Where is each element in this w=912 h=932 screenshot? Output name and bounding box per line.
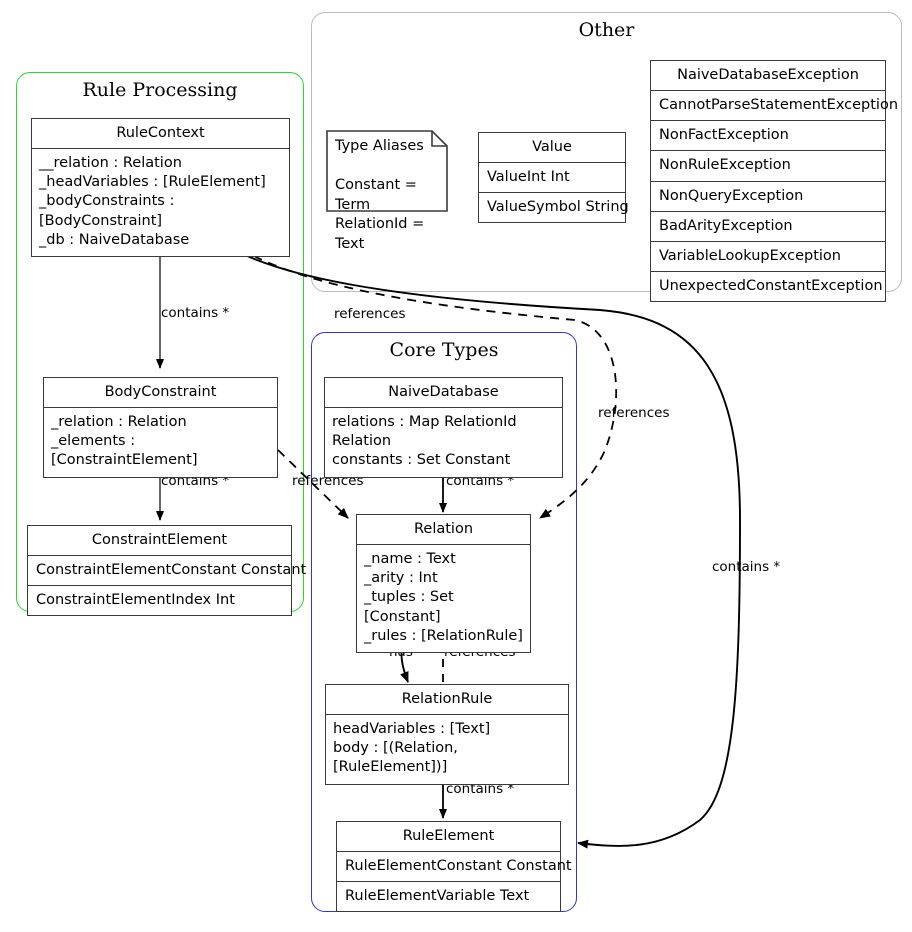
class-relation-name: Relation bbox=[357, 515, 530, 546]
exception-row-0: CannotParseStatementException bbox=[651, 91, 898, 122]
class-body-constraint-attributes: _relation : Relation _elements : [Constr… bbox=[51, 414, 198, 469]
class-rule-element-row-0: RuleElementConstant Constant bbox=[337, 852, 572, 883]
class-value-row-0: ValueInt Int bbox=[479, 163, 625, 194]
class-constraint-element-row-0: ConstraintElementConstant Constant bbox=[28, 556, 306, 587]
class-relation-rule-name: RelationRule bbox=[326, 685, 568, 716]
exception-row-5: VariableLookupException bbox=[651, 242, 885, 272]
class-rule-context-name: RuleContext bbox=[32, 119, 289, 150]
class-value-row-1: ValueSymbol String bbox=[487, 199, 629, 216]
class-constraint-element-row-1: ConstraintElementIndex Int bbox=[36, 592, 235, 609]
class-relation-attributes: _name : Text _arity : Int _tuples : Set … bbox=[364, 551, 523, 644]
class-rule-element-row-1: RuleElementVariable Text bbox=[345, 888, 530, 905]
exception-row-2: NonRuleException bbox=[651, 151, 885, 182]
class-rule-element[interactable]: RuleElement RuleElementConstant Constant… bbox=[336, 821, 572, 913]
note-shape bbox=[326, 130, 448, 212]
exception-row-4: BadArityException bbox=[651, 212, 885, 242]
class-body-constraint-name: BodyConstraint bbox=[44, 378, 277, 409]
edge-label-rulecontext-bodyconstraint: contains * bbox=[161, 305, 230, 321]
class-rule-context-attributes: __relation : Relation _headVariables : [… bbox=[39, 155, 266, 248]
edge-label-relationrule-ruleelement-contains: contains * bbox=[446, 781, 515, 797]
class-naive-database-exception[interactable]: NaiveDatabaseException CannotParseStatem… bbox=[650, 60, 898, 302]
package-rule-processing-title: Rule Processing bbox=[82, 79, 238, 101]
package-other-title: Other bbox=[578, 19, 635, 41]
note-type-aliases-text: Type Aliases Constant = Term RelationId … bbox=[335, 138, 425, 252]
class-relation-rule[interactable]: RelationRule headVariables : [Text] body… bbox=[325, 684, 569, 785]
class-naive-database-exception-name: NaiveDatabaseException bbox=[651, 61, 885, 92]
class-naive-database-attributes: relations : Map RelationId Relation cons… bbox=[332, 414, 517, 469]
class-naive-database-name: NaiveDatabase bbox=[325, 378, 562, 409]
class-relation-rule-attributes: headVariables : [Text] body : [(Relation… bbox=[333, 721, 491, 776]
note-type-aliases: Type Aliases Constant = Term RelationId … bbox=[326, 130, 448, 252]
class-naive-database[interactable]: NaiveDatabase relations : Map RelationId… bbox=[324, 377, 563, 478]
class-constraint-element-name: ConstraintElement bbox=[28, 526, 291, 557]
class-rule-element-name: RuleElement bbox=[337, 822, 560, 853]
edge-label-rulecontext-ruleelement-contains: contains * bbox=[712, 559, 781, 575]
class-body-constraint[interactable]: BodyConstraint _relation : Relation _ele… bbox=[43, 377, 278, 478]
class-rule-context[interactable]: RuleContext __relation : Relation _headV… bbox=[31, 118, 290, 257]
edge-label-rulecontext-relation-references-right: references bbox=[598, 405, 670, 421]
exception-row-3: NonQueryException bbox=[651, 182, 885, 212]
class-value-name: Value bbox=[479, 133, 625, 164]
edge-label-rulecontext-relation-references: references bbox=[334, 306, 406, 322]
class-relation[interactable]: Relation _name : Text _arity : Int _tupl… bbox=[356, 514, 531, 653]
package-core-types-title: Core Types bbox=[389, 339, 499, 361]
class-value[interactable]: Value ValueInt Int ValueSymbol String bbox=[478, 132, 629, 224]
exception-row-1: NonFactException bbox=[651, 121, 885, 152]
class-constraint-element[interactable]: ConstraintElement ConstraintElementConst… bbox=[27, 525, 306, 617]
exception-row-6: UnexpectedConstantException bbox=[659, 277, 883, 294]
